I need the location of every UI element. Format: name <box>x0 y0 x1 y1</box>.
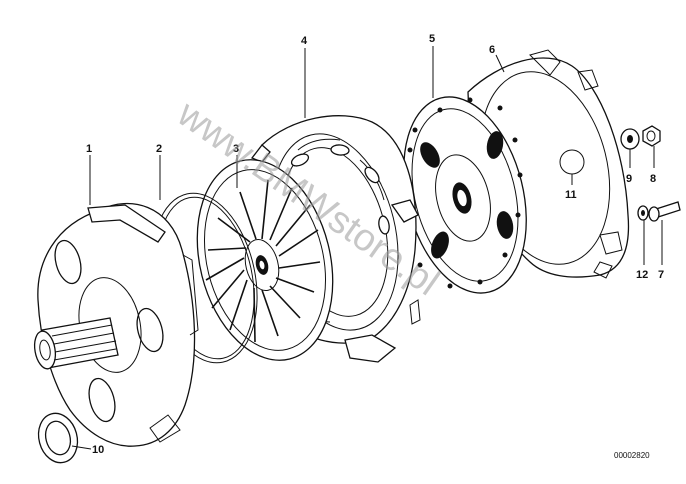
part-7-bolt <box>648 201 681 222</box>
part-12-washer <box>637 205 649 221</box>
part-9-washer <box>620 128 640 150</box>
part-8-nut <box>642 125 661 147</box>
label-4: 4 <box>301 35 308 47</box>
label-12: 12 <box>636 269 648 281</box>
label-7: 7 <box>658 269 664 281</box>
label-6: 6 <box>489 44 495 56</box>
label-9: 9 <box>626 173 632 185</box>
part-1-housing <box>33 202 199 447</box>
part-10-seal-ring <box>37 412 79 464</box>
label-5: 5 <box>429 33 435 45</box>
label-2: 2 <box>156 143 162 155</box>
reference-code: 00002820 <box>614 451 650 460</box>
part-labels: 1 2 3 4 5 6 11 9 8 12 7 10 <box>86 33 664 456</box>
label-1: 1 <box>86 143 92 155</box>
part-3-driven-disc <box>196 159 334 361</box>
label-8: 8 <box>650 173 656 185</box>
leader-lines <box>71 46 663 450</box>
label-3: 3 <box>233 143 239 155</box>
label-10: 10 <box>92 444 104 456</box>
label-11: 11 <box>565 189 577 201</box>
